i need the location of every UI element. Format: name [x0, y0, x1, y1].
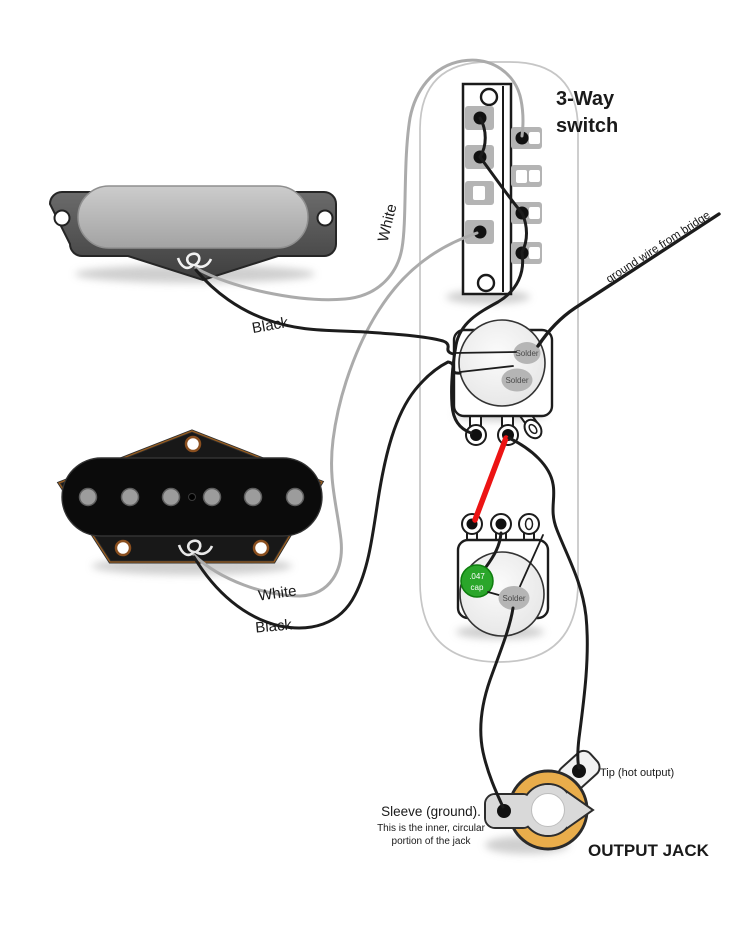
- volume-solder-label-2: Solder: [505, 376, 528, 385]
- neck-black-link: [453, 351, 517, 354]
- tone-pot: .047 cap Solder: [456, 513, 550, 637]
- bridge-pole-pieces: [78, 487, 305, 507]
- bridge-pickup: [56, 429, 325, 564]
- jack-sleeve-desc-1: This is the inner, circular: [377, 823, 485, 834]
- switch-lug-notches: [473, 132, 540, 259]
- output-jack: [484, 749, 601, 851]
- neck-wire-eyelet: [176, 252, 213, 270]
- neck-white-wire: [194, 58, 525, 302]
- bridge-center-hole: [188, 493, 196, 501]
- neck-black-wire: [194, 268, 456, 356]
- switch-jumper-1: [478, 116, 487, 159]
- bridge-ground-label: ground wire from bridge: [604, 209, 712, 285]
- neck-white-label: White: [375, 202, 401, 243]
- volume-solder-blob-2: [501, 368, 533, 392]
- neck-mount-hole-right: [316, 209, 334, 227]
- output-jack-title: OUTPUT JACK: [588, 841, 710, 860]
- bridge-mount-holes: [114, 435, 270, 557]
- neck-black-label: Black: [251, 314, 291, 337]
- neck-pickup: [48, 185, 337, 282]
- jack-tip-solder-dot: [572, 764, 586, 778]
- volume-to-jack-tip-wire: [507, 436, 589, 770]
- bridge-white-label: White: [257, 582, 297, 604]
- volume-pot: Solder Solder: [452, 319, 554, 446]
- jack-sleeve-solder-dot: [497, 804, 511, 818]
- labels: 3-Way switch White Black White Black gro…: [251, 88, 713, 860]
- tone-capacitor: [460, 564, 494, 598]
- neck-pickup-cover: [77, 185, 309, 249]
- bridge-black-link: [459, 365, 514, 373]
- cap-word-label: cap: [471, 583, 484, 592]
- switch-title-line2: switch: [556, 115, 618, 137]
- bridge-white-wire: [192, 231, 479, 598]
- tone-solder-blob: [498, 586, 530, 610]
- switch-to-volume-wire: [450, 251, 525, 435]
- bridge-black-label: Black: [255, 616, 294, 636]
- jack-sleeve-desc-2: portion of the jack: [392, 836, 472, 847]
- bridge-wire-eyelet: [177, 539, 214, 557]
- tone-to-jack-sleeve-wire: [479, 606, 515, 809]
- neck-mount-hole-left: [53, 209, 71, 227]
- jack-sleeve-label: Sleeve (ground).: [381, 804, 481, 819]
- tone-solder-label: Solder: [502, 594, 525, 603]
- volume-to-tone-red-wire: [472, 435, 509, 523]
- switch-jumper-3: [520, 211, 528, 254]
- switch-screw-top: [479, 87, 499, 107]
- cap-value-label: .047: [469, 572, 485, 581]
- volume-solder-label-1: Solder: [515, 349, 538, 358]
- volume-solder-blob-1: [513, 342, 541, 364]
- wires: [192, 58, 721, 809]
- jack-tip-label: Tip (hot output): [600, 767, 674, 779]
- control-plate-outline: [419, 61, 579, 663]
- tone-cap-lead-wire: [484, 531, 503, 569]
- jack-hole: [531, 793, 565, 827]
- switch-jumper-2: [478, 155, 523, 214]
- bridge-ground-wire: [536, 212, 721, 348]
- switch-screw-bottom: [476, 273, 496, 293]
- three-way-switch: [461, 82, 542, 296]
- tone-lug3-ground-link: [516, 534, 544, 594]
- switch-title-line1: 3-Way: [556, 88, 615, 110]
